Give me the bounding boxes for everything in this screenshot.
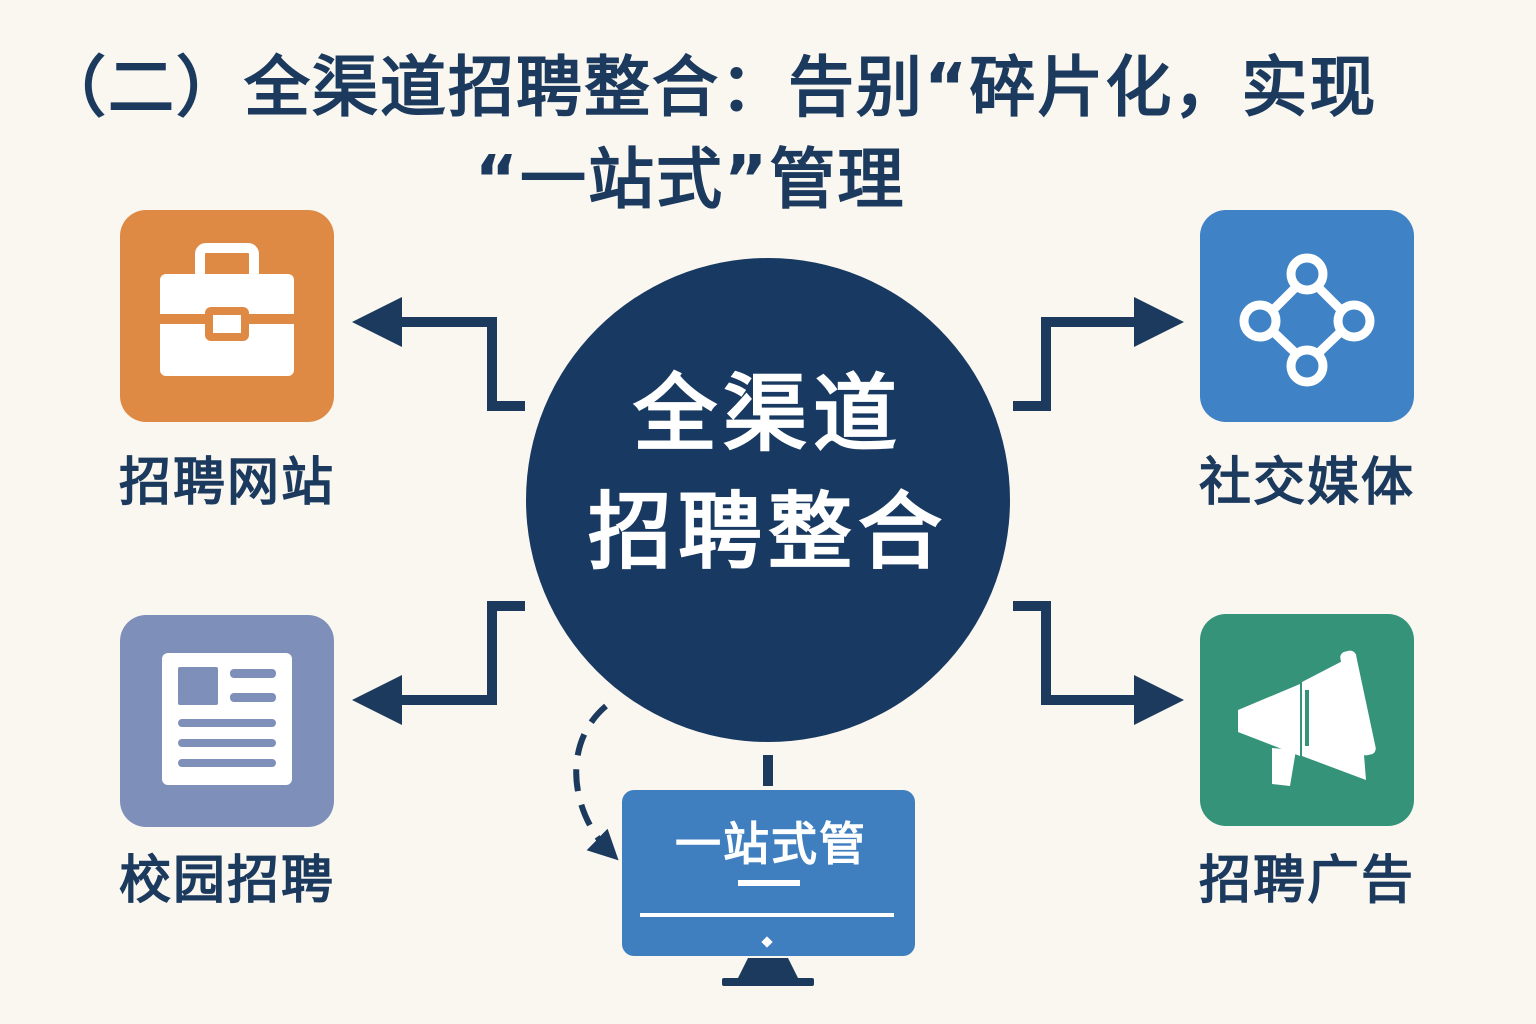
channel-tile-recruitment-website xyxy=(120,210,334,422)
monitor-label: 一站式管 xyxy=(675,817,867,871)
hub-label-line-2: 招聘整合 xyxy=(587,483,948,581)
title-line-2: “一站式”管理 xyxy=(474,141,906,218)
channel-label-social-media: 社交媒体 xyxy=(1198,453,1415,513)
megaphone-icon xyxy=(1238,650,1376,786)
channel-label-campus-recruitment: 校园招聘 xyxy=(118,851,335,911)
channel-label-recruitment-website: 招聘网站 xyxy=(118,453,335,513)
connector-ads xyxy=(1013,601,1184,725)
hub-label-line-1: 全渠道 xyxy=(632,365,903,463)
connector-social xyxy=(1013,297,1184,411)
title-line-1: （二）全渠道招聘整合：告别“碎片化，实现 xyxy=(40,49,1378,126)
document-icon xyxy=(162,653,292,785)
channel-tile-campus-recruitment xyxy=(120,615,334,827)
page-title: （二）全渠道招聘整合：告别“碎片化，实现 “一站式”管理 xyxy=(40,42,1480,226)
connector-monitor-dashed xyxy=(573,703,619,861)
monitor-icon xyxy=(622,790,915,986)
hub-circle xyxy=(526,258,1010,742)
connector-web xyxy=(352,297,525,411)
channel-tile-recruitment-ads xyxy=(1200,614,1414,826)
network-nodes-icon xyxy=(1239,253,1375,387)
connector-campus xyxy=(352,601,525,725)
hub-label: 全渠道 招聘整合 xyxy=(528,355,1008,591)
channel-tile-social-media xyxy=(1200,210,1414,422)
channel-label-recruitment-ads: 招聘广告 xyxy=(1198,851,1415,911)
briefcase-icon xyxy=(160,243,294,376)
